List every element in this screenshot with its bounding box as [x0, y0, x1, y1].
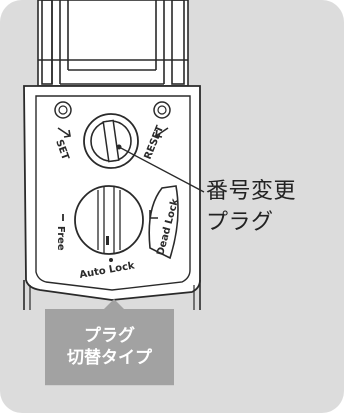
callout-leader [118, 146, 205, 193]
free-indicator: Free [55, 214, 66, 251]
callout-line-1: 番号変更 [206, 179, 297, 204]
callout-line-2: プラグ [206, 210, 274, 235]
lock-mode-dial [74, 185, 144, 255]
set-arrow-icon [57, 127, 71, 138]
plug-switch-type-badge: プラグ 切替タイプ [45, 309, 174, 385]
badge-notch [104, 299, 124, 309]
upper-bracket [37, 0, 189, 87]
auto-lock-dot [109, 258, 113, 262]
free-label: Free [55, 226, 66, 251]
badge-line-1: プラグ [84, 326, 135, 346]
reset-arrow-icon [155, 127, 169, 138]
dead-lock-tag: Dead Lock [148, 185, 181, 260]
screw-left [54, 101, 72, 119]
badge-line-2: 切替タイプ [67, 348, 152, 368]
screw-right [153, 101, 171, 119]
number-change-plug-callout: 番号変更 プラグ [206, 176, 296, 238]
number-change-plug [83, 113, 139, 169]
